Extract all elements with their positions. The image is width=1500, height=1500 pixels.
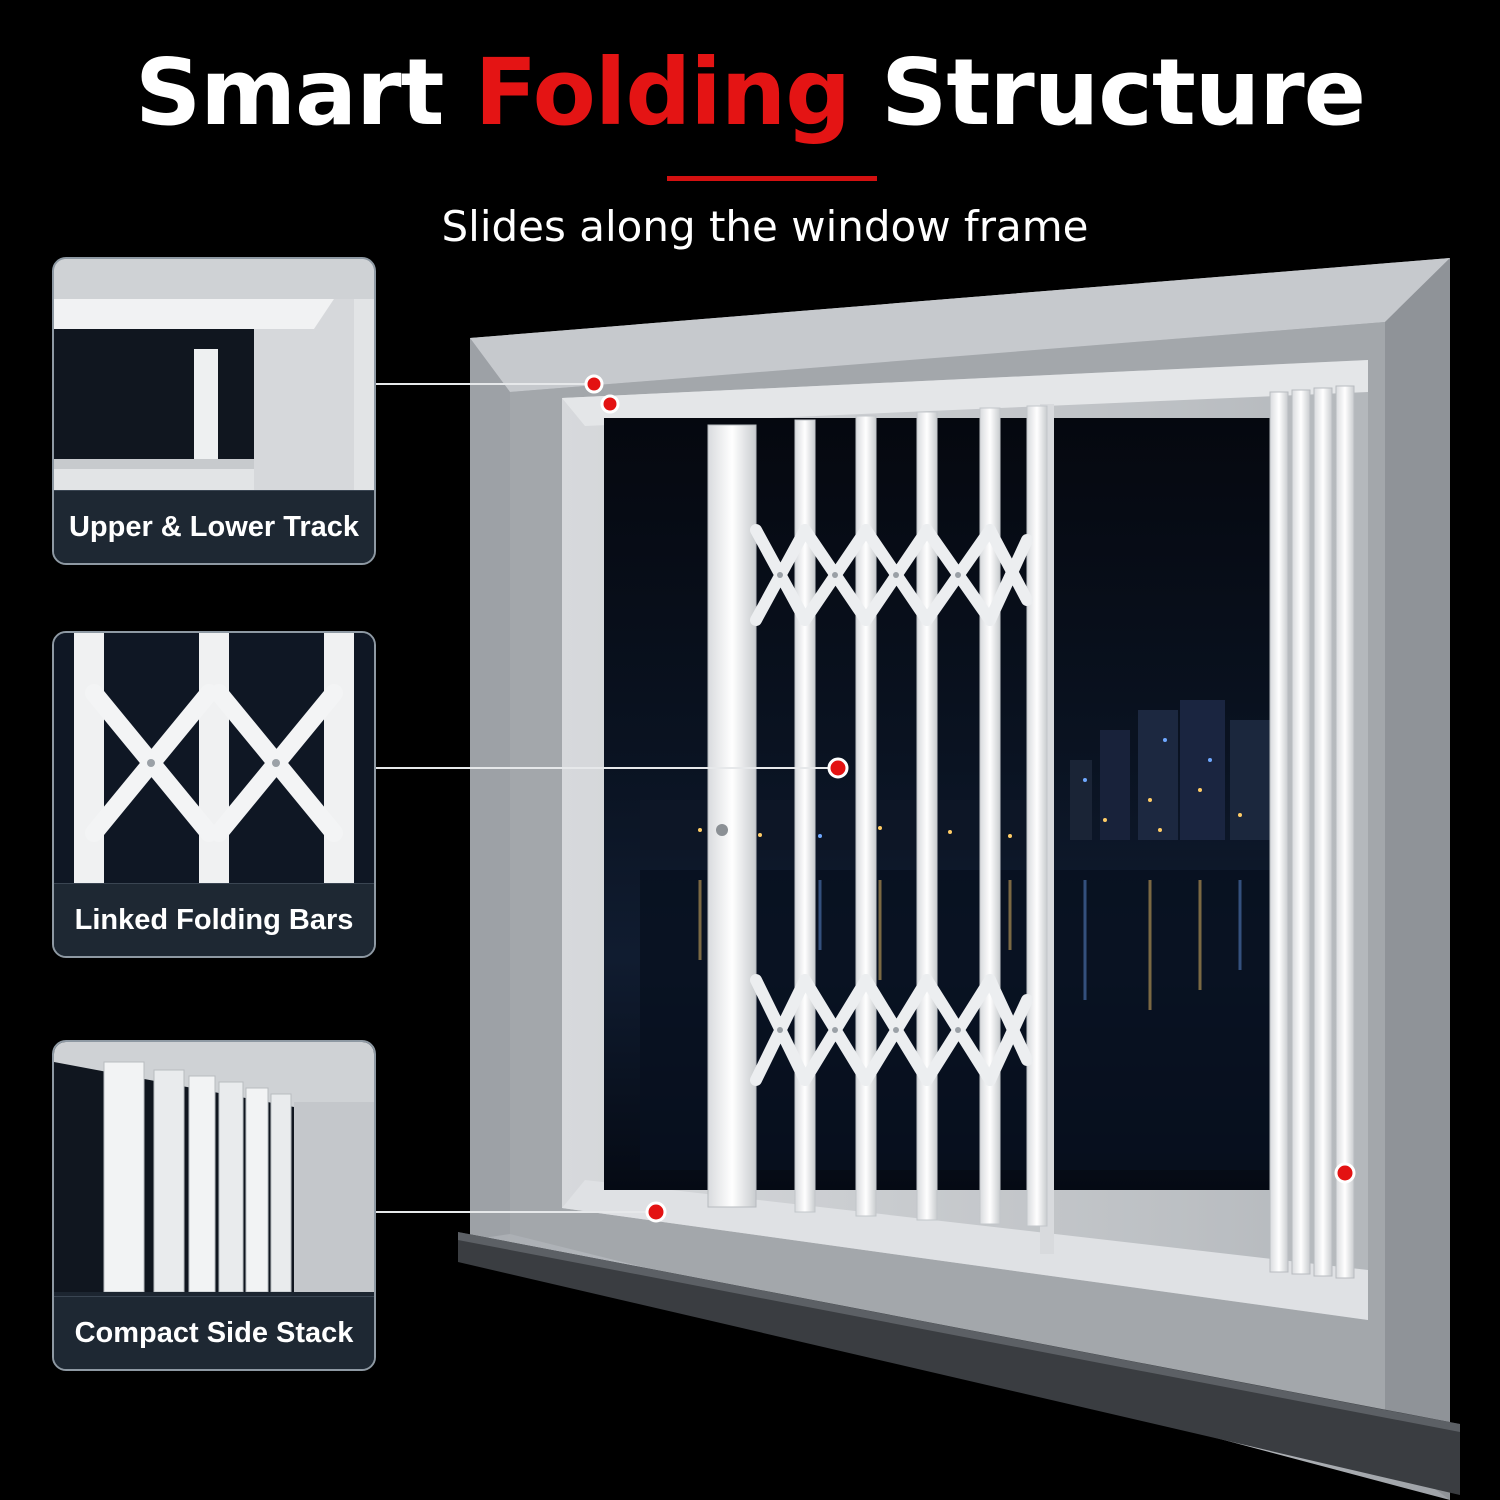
pivot-rivets bbox=[777, 572, 961, 1033]
keyhole-icon bbox=[716, 824, 728, 836]
page-subtitle: Slides along the window frame bbox=[441, 202, 1089, 251]
page-title: Smart Folding Structure bbox=[0, 42, 1500, 143]
callout-label: Upper & Lower Track bbox=[54, 490, 374, 563]
side-stack bbox=[1269, 385, 1355, 1279]
callout-lines bbox=[373, 383, 836, 1213]
night-city-view bbox=[604, 418, 1279, 1190]
upper-track bbox=[562, 360, 1368, 426]
stack-detail-image bbox=[54, 1042, 374, 1292]
callout-compact-side-stack: Compact Side Stack bbox=[52, 1040, 376, 1371]
callout-linked-folding-bars: Linked Folding Bars bbox=[52, 631, 376, 958]
lower-track bbox=[562, 1180, 1368, 1320]
hotspot-markers bbox=[584, 374, 1356, 1223]
outer-frame-top-face bbox=[470, 258, 1450, 392]
lock-plate bbox=[707, 424, 757, 1208]
outer-frame-left-face bbox=[470, 338, 510, 1240]
callout-upper-lower-track: Upper & Lower Track bbox=[52, 257, 376, 565]
callout-label: Compact Side Stack bbox=[54, 1296, 374, 1369]
bars-detail-image bbox=[54, 633, 374, 883]
sill-top bbox=[458, 1232, 1460, 1432]
sill bbox=[458, 1232, 1460, 1495]
title-part-2: Structure bbox=[881, 39, 1366, 146]
outer-frame-right-face bbox=[1385, 258, 1450, 1500]
callout-label: Linked Folding Bars bbox=[54, 883, 374, 956]
title-part-1: Smart bbox=[134, 39, 445, 146]
track-detail-image bbox=[54, 259, 374, 491]
title-underline bbox=[667, 176, 877, 181]
title-accent: Folding bbox=[474, 39, 852, 146]
